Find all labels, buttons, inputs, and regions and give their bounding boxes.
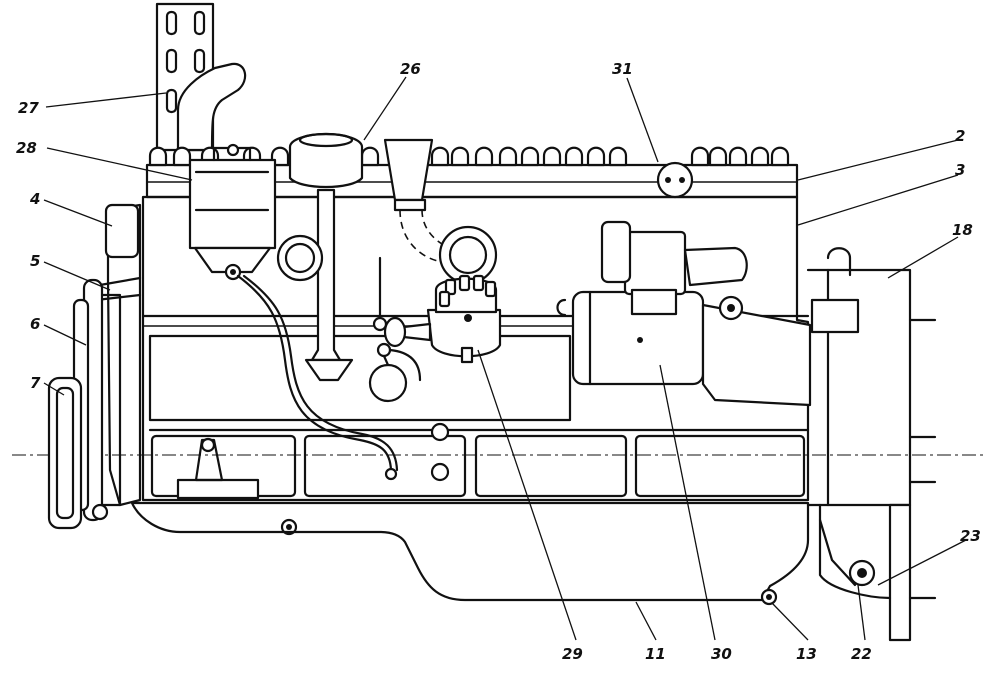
flywheel-housing xyxy=(806,247,912,642)
engine-mount-front xyxy=(176,437,260,500)
clutch-release-fork xyxy=(818,518,876,587)
timing-cover xyxy=(94,203,142,507)
starter-motor xyxy=(556,290,812,407)
flywheel-housing-bolts xyxy=(908,318,937,600)
crankshaft-pulley xyxy=(47,376,109,530)
fan-pulley xyxy=(72,278,122,522)
head-bolt-cap xyxy=(708,146,728,167)
label-3: 3 xyxy=(955,161,965,179)
dipstick-cap xyxy=(372,316,388,332)
oil-filter xyxy=(188,143,277,281)
head-bolt-cap xyxy=(586,146,606,167)
head-bolt-cap xyxy=(498,146,518,167)
label-22: 22 xyxy=(851,645,872,663)
label-31: 31 xyxy=(612,60,633,78)
head-bolt-cap xyxy=(148,146,168,167)
thermostat-housing xyxy=(656,161,694,199)
distributor xyxy=(383,274,502,364)
label-29: 29 xyxy=(562,645,583,663)
label-7: 7 xyxy=(30,374,41,392)
oil-line xyxy=(236,274,393,472)
label-26: 26 xyxy=(400,60,421,78)
oil-pressure-sender xyxy=(368,342,422,403)
label-5: 5 xyxy=(30,252,40,270)
head-bolt-cap xyxy=(770,146,790,167)
intake-funnel xyxy=(383,138,434,212)
head-bolt-cap xyxy=(728,146,748,167)
label-30: 30 xyxy=(711,645,732,663)
coolant-cap xyxy=(438,225,498,285)
label-4: 4 xyxy=(29,190,40,208)
head-bolt-cap xyxy=(542,146,562,167)
leader-lines xyxy=(43,76,967,641)
label-18: 18 xyxy=(952,221,973,239)
label-28: 28 xyxy=(16,139,37,157)
oil-pan xyxy=(130,501,810,602)
label-23: 23 xyxy=(960,527,981,545)
label-27: 27 xyxy=(18,99,39,117)
head-bolt-cap xyxy=(608,146,628,167)
head-bolt-cap xyxy=(750,146,770,167)
oil-drain-plug xyxy=(760,588,778,606)
manifold-hidden-line xyxy=(399,209,443,263)
label-6: 6 xyxy=(30,315,40,333)
block-drain-plugs xyxy=(384,422,450,482)
head-bolt-cap xyxy=(690,146,710,167)
head-bolt-cap xyxy=(474,146,494,167)
head-bolt-cap xyxy=(172,146,192,167)
head-bolt-cap xyxy=(450,146,470,167)
oil-line-outer xyxy=(242,274,399,472)
engine-bracket xyxy=(155,2,247,152)
label-13: 13 xyxy=(796,645,817,663)
head-bolt-cap xyxy=(520,146,540,167)
callout-labels: 27 28 4 5 6 7 26 31 2 3 18 23 22 13 30 1… xyxy=(16,60,981,663)
generator xyxy=(600,220,748,321)
water-pump-housing xyxy=(276,234,324,282)
air-cleaner xyxy=(288,132,364,382)
label-11: 11 xyxy=(645,645,666,663)
head-bolt-cap xyxy=(430,146,450,167)
head-bolt-cap xyxy=(360,146,380,167)
head-bolt-cap xyxy=(564,146,584,167)
label-2: 2 xyxy=(955,127,965,145)
